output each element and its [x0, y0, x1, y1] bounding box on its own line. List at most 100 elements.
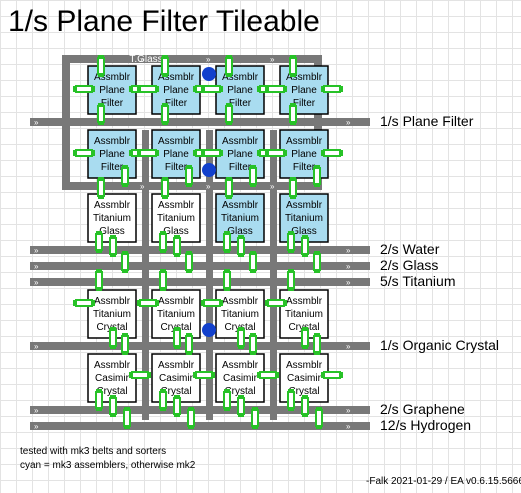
- sorter-end: [193, 150, 197, 156]
- sorter-body: [237, 237, 245, 255]
- sorter-icon: [73, 299, 95, 307]
- sorter-end: [290, 121, 296, 125]
- sorter-body: [223, 391, 231, 409]
- sorter-end: [314, 183, 320, 187]
- sorter-end: [283, 86, 287, 92]
- sorter-end: [129, 372, 133, 378]
- sorter-end: [283, 150, 287, 156]
- assembler-label: Filter: [101, 162, 124, 173]
- sorter-icon: [301, 235, 309, 257]
- sorter-icon: [287, 389, 295, 411]
- assembler-label: Assmblr: [286, 200, 323, 211]
- sorter-end: [339, 86, 343, 92]
- sorter-end: [201, 150, 205, 156]
- label-titanium-input: 5/s Titanium: [380, 273, 456, 289]
- sorter-body: [95, 233, 103, 251]
- sorter-icon: [137, 299, 159, 307]
- assembler-label: Assmblr: [158, 136, 195, 147]
- sorter-end: [162, 121, 168, 125]
- sorter-icon: [95, 389, 103, 411]
- sorter-end: [110, 413, 116, 417]
- sorter-body: [313, 253, 321, 271]
- sorter-body: [109, 397, 117, 415]
- sorter-body: [95, 391, 103, 409]
- sorter-body: [301, 237, 309, 255]
- sorter-end: [122, 183, 128, 187]
- sorter-icon: [109, 395, 117, 417]
- belt-hydrogen-input: [30, 422, 370, 430]
- sorter-icon: [225, 55, 233, 77]
- sorter-end: [147, 372, 151, 378]
- sorter-icon: [109, 235, 117, 257]
- sorter-end: [302, 327, 308, 331]
- sorter-end: [73, 150, 77, 156]
- splitter-node-icon: [202, 67, 216, 81]
- assembler-label: Assmblr: [158, 296, 195, 307]
- sorter-end: [238, 413, 244, 417]
- belt-column-2: [206, 130, 213, 420]
- sorter-end: [339, 372, 343, 378]
- assembler-label: Plane: [227, 85, 253, 96]
- sorter-end: [162, 73, 168, 77]
- sorter-end: [314, 269, 320, 273]
- belt-direction-arrow: »: [34, 246, 39, 255]
- sorter-icon: [173, 395, 181, 417]
- sorter-icon: [121, 165, 129, 187]
- assembler-label: Titanium: [93, 213, 131, 224]
- belt-glass-input: [30, 262, 370, 270]
- assembler-label: Plane: [227, 149, 253, 160]
- sorter-body: [237, 329, 245, 347]
- sorter-end: [288, 389, 294, 393]
- sorter-end: [302, 395, 308, 399]
- assembler-label: Filter: [165, 162, 188, 173]
- sorter-body: [75, 85, 93, 93]
- assembler-label: Plane: [163, 149, 189, 160]
- sorter-end: [160, 407, 166, 411]
- belt-direction-arrow: »: [346, 342, 351, 351]
- belt-direction-arrow: »: [270, 182, 275, 191]
- sorter-body: [161, 179, 169, 197]
- sorter-end: [265, 300, 269, 306]
- sorter-end: [288, 287, 294, 291]
- sorter-body: [289, 57, 297, 75]
- sorter-icon: [321, 85, 343, 93]
- sorter-end: [250, 165, 256, 169]
- sorter-body: [159, 271, 167, 289]
- sorter-icon: [95, 231, 103, 253]
- sorter-end: [252, 407, 258, 411]
- sorter-end: [302, 253, 308, 257]
- sorter-end: [252, 425, 258, 429]
- sorter-body: [109, 329, 117, 347]
- label-graphene-input: 2/s Graphene: [380, 401, 465, 417]
- sorter-end: [110, 395, 116, 399]
- sorter-icon: [185, 251, 193, 273]
- label-plane-filter-output: 1/s Plane Filter: [380, 113, 474, 129]
- label-hydrogen-input: 12/s Hydrogen: [380, 417, 472, 433]
- sorter-body: [267, 85, 285, 93]
- sorter-end: [314, 165, 320, 169]
- sorter-end: [250, 351, 256, 355]
- sorter-end: [174, 235, 180, 239]
- sorter-end: [155, 150, 159, 156]
- sorter-end: [224, 287, 230, 291]
- label-water-input: 2/s Water: [380, 241, 440, 257]
- assembler-body: [87, 65, 137, 115]
- sorter-end: [110, 327, 116, 331]
- assembler-label: Filter: [229, 98, 252, 109]
- sorter-body: [225, 105, 233, 123]
- sorter-icon: [237, 327, 245, 349]
- sorter-icon: [129, 371, 151, 379]
- sorter-end: [96, 231, 102, 235]
- sorter-end: [288, 249, 294, 253]
- assembler-label: Glass: [163, 226, 189, 237]
- sorter-body: [287, 391, 295, 409]
- sorter-body: [185, 167, 193, 185]
- belt-direction-arrow: »: [346, 262, 351, 271]
- belt-top-loop-top: [62, 55, 322, 63]
- sorter-icon: [301, 327, 309, 349]
- sorter-body: [323, 371, 341, 379]
- assembler-label: Glass: [291, 226, 317, 237]
- sorter-end: [186, 351, 192, 355]
